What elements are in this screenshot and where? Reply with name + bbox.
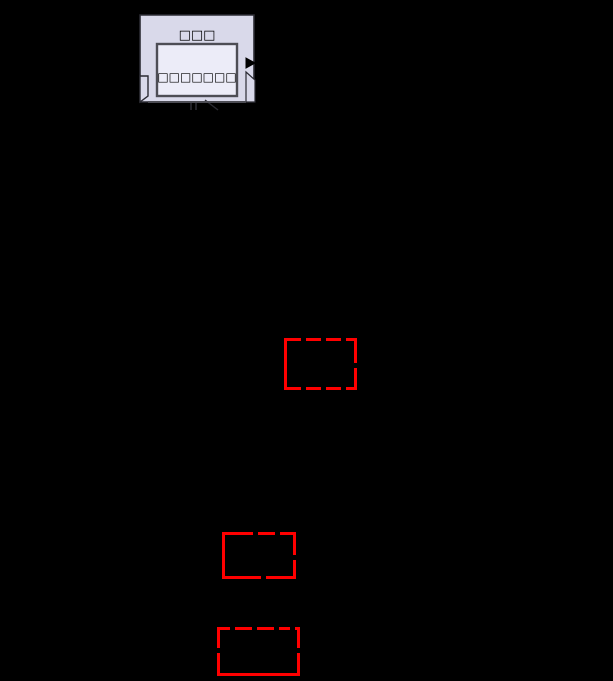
- presentation-board-graphic: [139, 14, 257, 111]
- resize-handle-middle-left[interactable]: [217, 648, 220, 653]
- resize-handle-middle-right[interactable]: [354, 363, 357, 368]
- resize-handle-top-center[interactable]: [321, 338, 326, 341]
- resize-handle-top-center[interactable]: [253, 532, 258, 535]
- board-left-fold: [139, 75, 149, 104]
- resize-handle-bottom-center[interactable]: [261, 576, 266, 579]
- resize-handle-top-left[interactable]: [230, 627, 235, 630]
- resize-handle-top-right[interactable]: [274, 627, 279, 630]
- resize-handle-top-right[interactable]: [341, 338, 346, 341]
- resize-handle-middle-right[interactable]: [293, 555, 296, 560]
- selection-box-2[interactable]: [222, 532, 296, 579]
- resize-handle-top-center[interactable]: [252, 627, 257, 630]
- resize-handle-bottom-center[interactable]: [321, 387, 326, 390]
- resize-handle-top-right[interactable]: [275, 532, 280, 535]
- board-right-fold: [245, 70, 256, 103]
- resize-handle-bottom-right[interactable]: [341, 387, 346, 390]
- selection-box-1[interactable]: [284, 338, 357, 390]
- resize-handle-middle-right[interactable]: [297, 648, 300, 653]
- board-right-notch: [245, 57, 257, 69]
- resize-handle-top-far-right[interactable]: [290, 627, 295, 630]
- resize-handle-bottom-left[interactable]: [301, 387, 306, 390]
- presentation-board-icon[interactable]: □□□ □□□□□□□: [139, 14, 257, 111]
- board-inner-screen: [155, 42, 239, 98]
- resize-handle-top-left[interactable]: [301, 338, 306, 341]
- selection-box-3[interactable]: [217, 627, 300, 676]
